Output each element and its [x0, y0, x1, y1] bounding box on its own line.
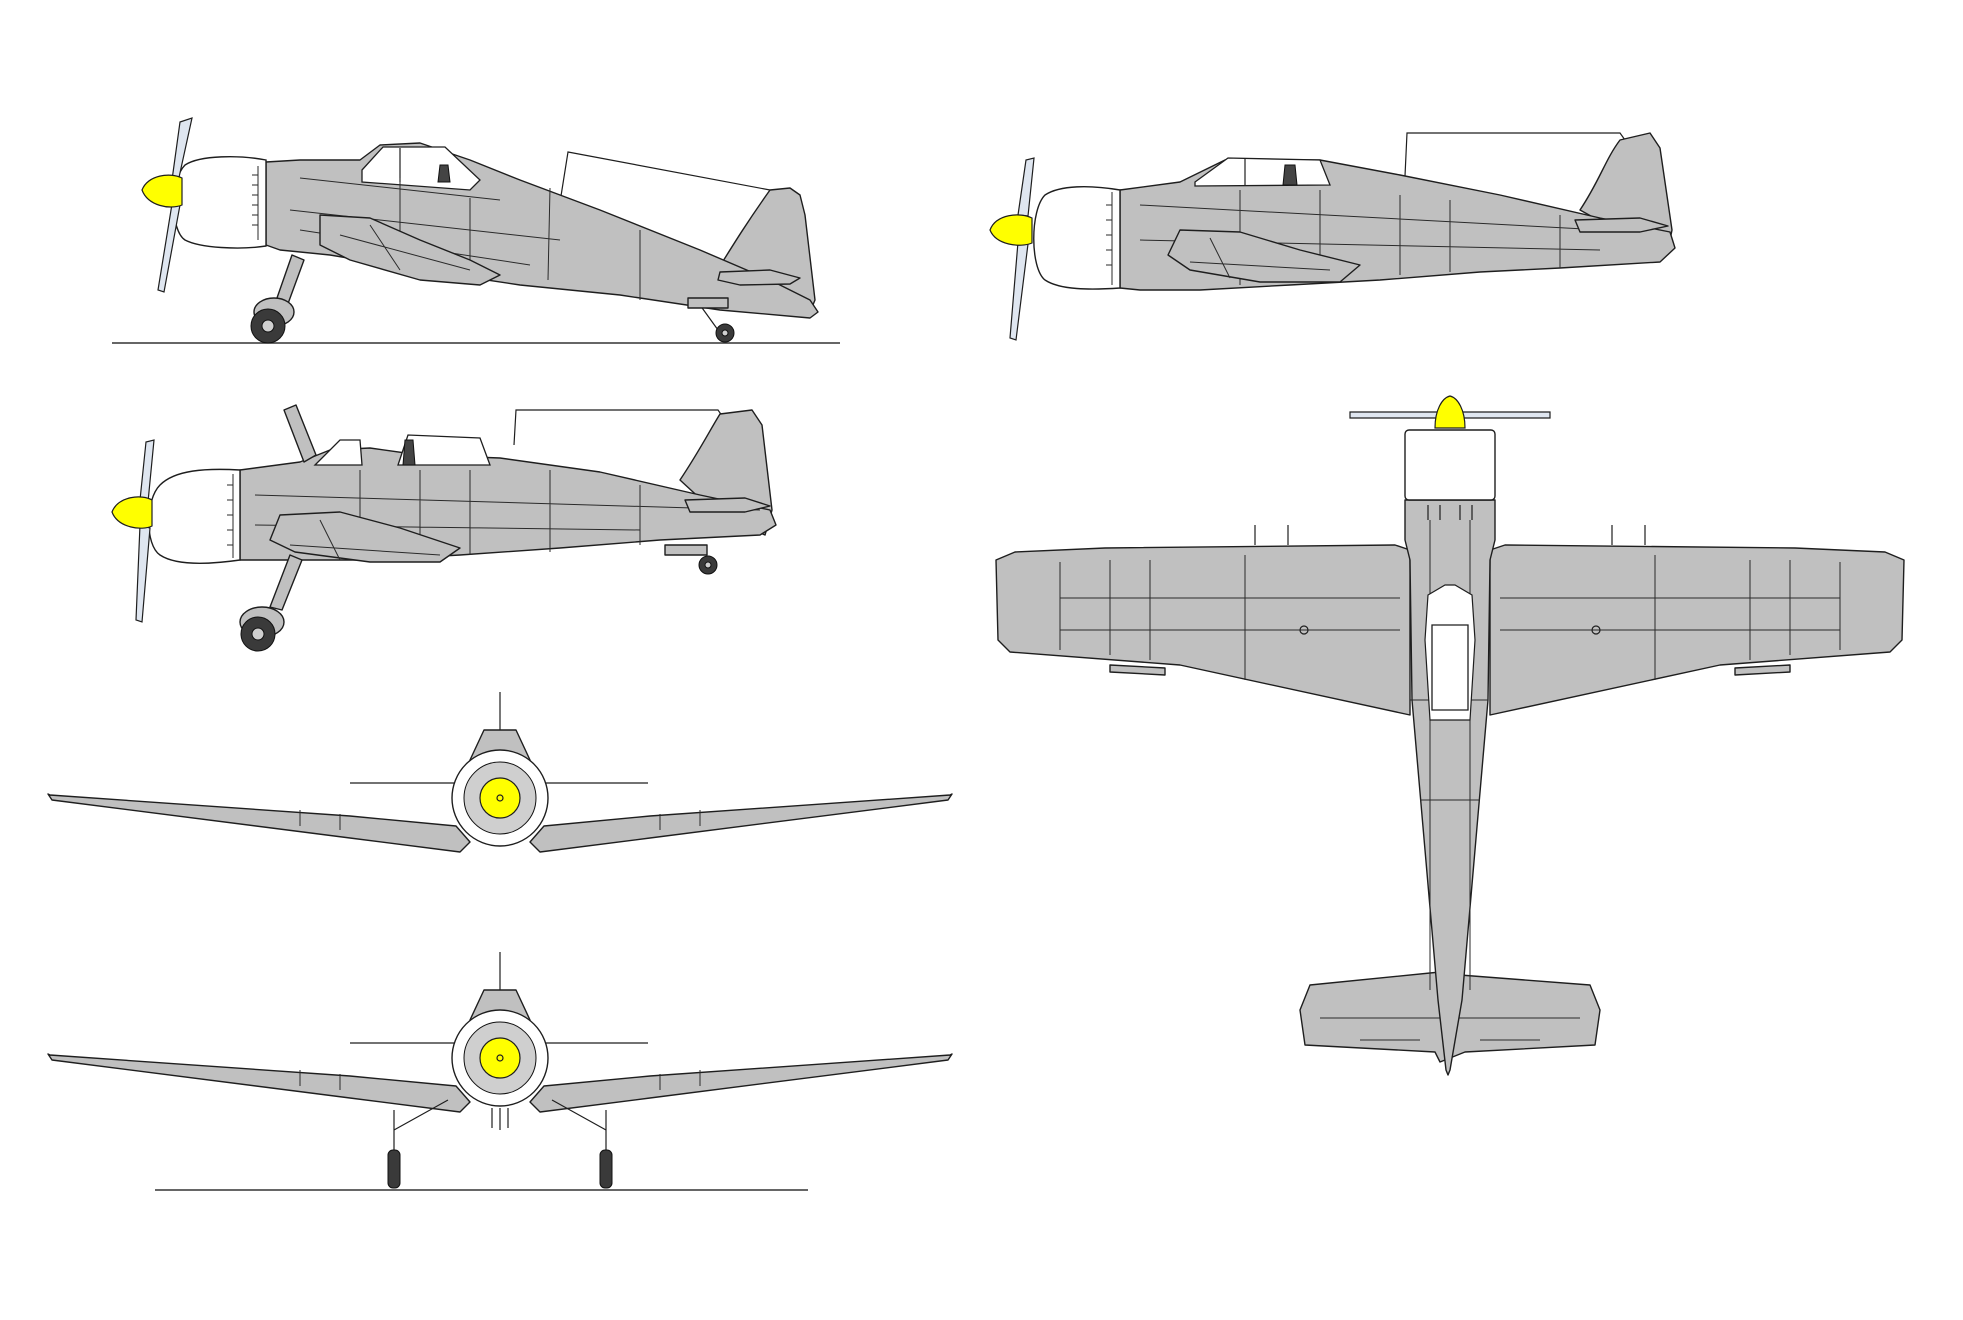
wing-panel-lines: [1189, 237, 1331, 279]
canopy-frame-open: [1404, 132, 1626, 177]
canopy-frame-open: [560, 151, 771, 197]
cowl-vents: [252, 166, 259, 240]
engine-cowling: [173, 156, 267, 249]
wing-right: [529, 1053, 953, 1113]
spinner: [479, 1037, 521, 1079]
front-view-in-flight: [47, 692, 953, 853]
front-view-landed: [47, 952, 953, 1191]
canopy-glass: [361, 146, 481, 191]
propeller-blade-right: [1461, 411, 1551, 419]
spinner: [989, 214, 1033, 246]
horizontal-stabilizer: [684, 497, 771, 513]
cowl-vents: [227, 474, 234, 558]
top-view: [995, 395, 1905, 1076]
pilot-seat: [437, 164, 451, 183]
exhaust-stubs: [1427, 505, 1473, 520]
spinner: [1434, 395, 1466, 429]
horizontal-stabilizer: [717, 269, 801, 286]
wing-roundel-left: [1299, 625, 1309, 635]
tail-wheel-hub: [704, 561, 712, 569]
wing-hinge-markers: [299, 810, 701, 830]
canopy-hood-open: [283, 404, 317, 463]
spinner-tip: [496, 1054, 504, 1062]
propeller-blade-lower: [135, 524, 151, 623]
canopy-glass-front: [313, 439, 363, 466]
fuselage-panel-lines: [1410, 520, 1488, 990]
main-wheel-hub: [261, 319, 275, 333]
wing-right: [529, 793, 953, 853]
engine-cowling: [148, 468, 241, 564]
spinner: [111, 496, 153, 529]
pilot-seat: [402, 439, 416, 466]
wing-left: [47, 793, 471, 853]
wing-panel-lines: [339, 224, 471, 271]
engine-cowling: [1404, 429, 1496, 501]
spinner: [141, 174, 183, 208]
propeller-blade-lower: [157, 203, 181, 293]
tail-wheel-hub: [721, 329, 729, 337]
wing-hinge-markers: [299, 1070, 701, 1090]
underside-details: [491, 1108, 509, 1130]
main-wheel-hub: [251, 627, 265, 641]
aileron-left: [1109, 664, 1166, 676]
wing-panel-lines: [289, 519, 441, 561]
propeller-blade-lower: [1009, 241, 1029, 341]
aileron-right: [1734, 664, 1791, 676]
side-view-landed: [112, 117, 840, 344]
canopy-frame-open: [513, 409, 726, 446]
tail-gear-fairing: [687, 297, 729, 309]
cowl-vents: [1106, 192, 1113, 285]
fuselage-panel-lines: [289, 177, 641, 300]
side-view-in-flight: [989, 132, 1676, 341]
propeller-blade-left: [1349, 411, 1439, 419]
propeller-blade-upper: [139, 439, 155, 503]
spinner-tip: [496, 794, 504, 802]
tail-gear-fairing: [664, 544, 708, 556]
wing-fairing: [269, 511, 461, 563]
canopy-glass: [1431, 624, 1469, 711]
main-gear-leg: [269, 554, 303, 611]
engine-cowling: [1033, 186, 1121, 290]
propeller-blade-upper: [1017, 157, 1035, 217]
wing-roundel-right: [1591, 625, 1601, 635]
pilot-seat: [1282, 164, 1298, 186]
side-view-alt-canopy: [111, 404, 777, 652]
horizontal-stabilizer: [1574, 217, 1669, 233]
main-wheel-right: [599, 1149, 613, 1189]
canopy-glass: [1194, 157, 1331, 187]
wing-panel-lines: [1059, 555, 1841, 680]
fuselage-panel-lines: [254, 470, 761, 560]
main-wheel-left: [387, 1149, 401, 1189]
spinner: [479, 777, 521, 819]
wing-fairing: [319, 214, 501, 286]
tail-gear-strut: [699, 304, 719, 331]
wing-left: [47, 1053, 471, 1113]
gun-barrels: [1254, 525, 1646, 545]
